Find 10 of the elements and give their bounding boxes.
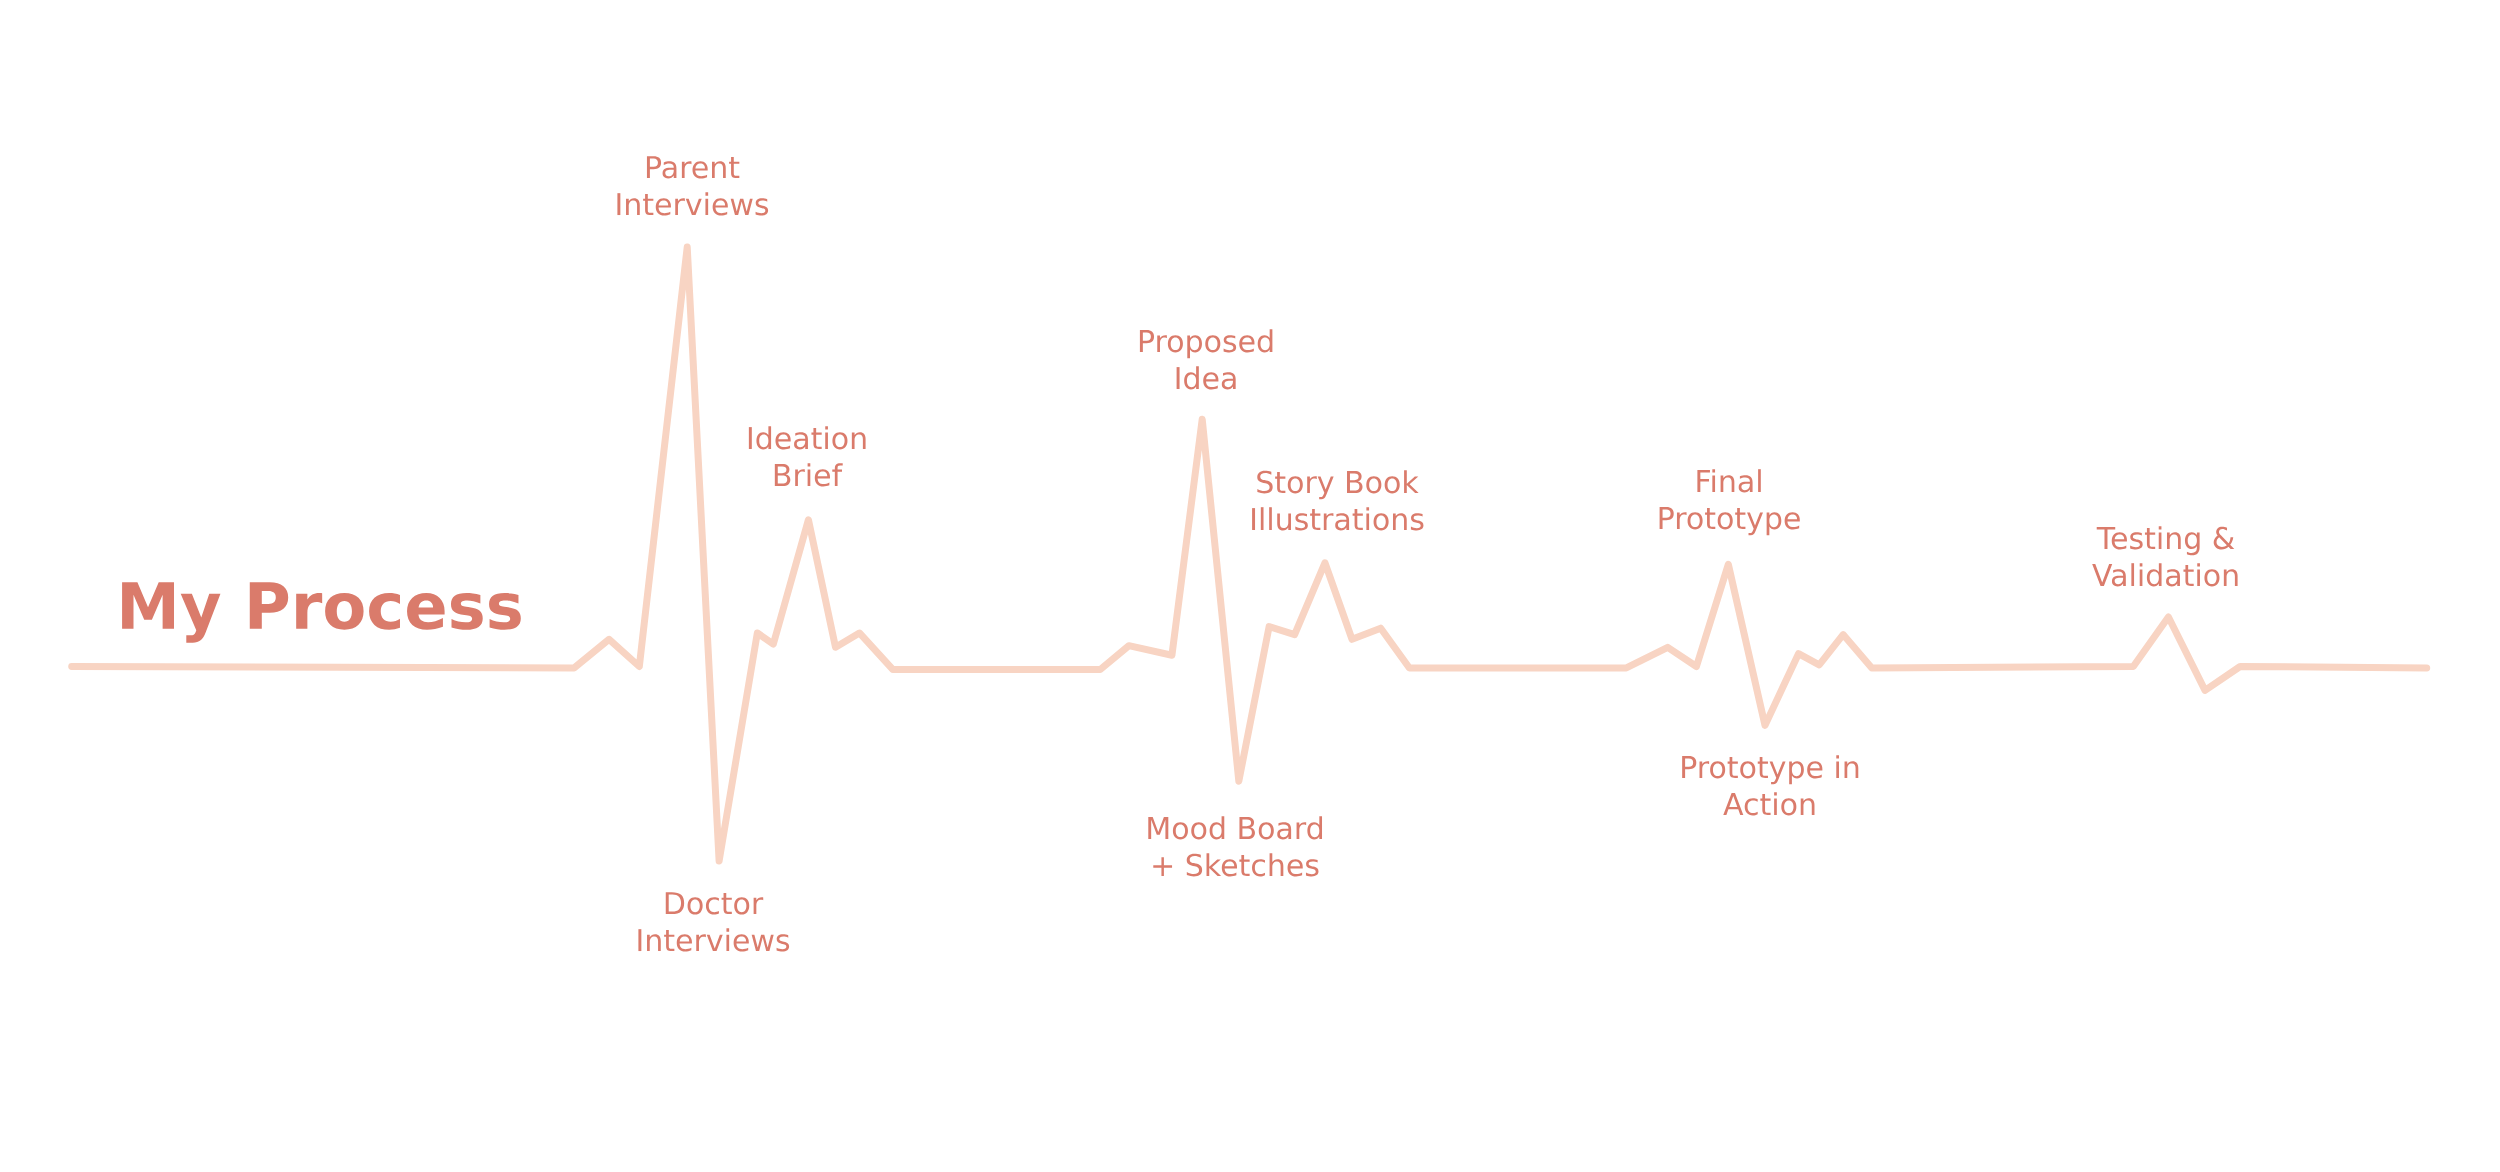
stage-label: Proposed Idea (1139, 329, 1273, 390)
stage-label: Ideation Brief (748, 426, 866, 487)
stage-label: Story Book Illustrations (1252, 470, 1424, 531)
stage-label: Mood Board + Sketches (1148, 816, 1322, 877)
stage-label: Testing & Validation (2092, 526, 2238, 587)
stage-label: Prototype in Action (1682, 755, 1859, 816)
stage-label: Parent Interviews (617, 156, 769, 216)
stage-label: Doctor Interviews (638, 892, 790, 952)
stage-label: Final Prototype (1659, 469, 1800, 536)
title: My Process (122, 582, 521, 643)
